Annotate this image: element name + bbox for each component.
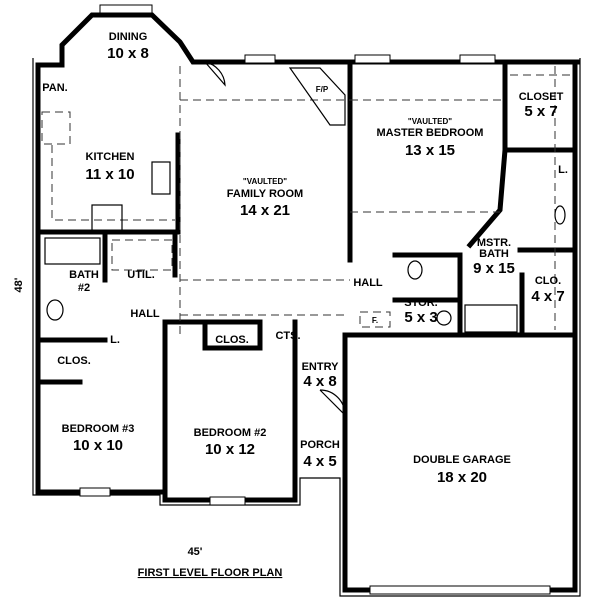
hall-right-label: HALL bbox=[353, 277, 383, 289]
stor-label: STOR. bbox=[404, 297, 437, 309]
closet-label: CLOSET bbox=[519, 91, 564, 103]
toilet-master bbox=[407, 260, 423, 280]
room-labels: DINING 10 x 8 PAN. KITCHEN 11 x 10 "VAUL… bbox=[42, 31, 568, 486]
walls bbox=[35, 12, 581, 593]
bedroom3-label: BEDROOM #3 bbox=[62, 423, 135, 435]
kitchen-sink bbox=[151, 161, 171, 195]
dashed-lines bbox=[41, 66, 570, 335]
cts-label: CTS. bbox=[275, 330, 300, 342]
family-size: 14 x 21 bbox=[240, 202, 290, 219]
bathtub-bath2 bbox=[44, 237, 101, 265]
bath2-label2: #2 bbox=[78, 282, 90, 294]
mstr-bath-label2: BATH bbox=[479, 248, 509, 260]
width-dimension: 45' bbox=[188, 546, 203, 558]
exterior-outline bbox=[32, 58, 581, 597]
dining-label: DINING bbox=[109, 31, 148, 43]
clo-size: 4 x 7 bbox=[531, 288, 564, 305]
closet-size: 5 x 7 bbox=[524, 103, 557, 120]
fireplace bbox=[288, 67, 346, 126]
water-heater bbox=[436, 310, 452, 326]
stor-size: 5 x 3 bbox=[404, 309, 437, 326]
util-label: UTIL. bbox=[127, 269, 155, 281]
garage-label: DOUBLE GARAGE bbox=[413, 454, 511, 466]
mstr-bath-label: MSTR. bbox=[477, 237, 511, 249]
bathtub-master bbox=[464, 304, 518, 333]
clos3-label: CLOS. bbox=[57, 355, 91, 367]
linen-master-label: L. bbox=[558, 164, 568, 176]
bath2-label: BATH bbox=[69, 269, 99, 281]
bedroom2-size: 10 x 12 bbox=[205, 441, 255, 458]
master-label: MASTER BEDROOM bbox=[377, 127, 484, 139]
entry-label: ENTRY bbox=[302, 361, 340, 373]
hall-left-label: HALL bbox=[130, 308, 160, 320]
windows bbox=[79, 4, 551, 595]
sink-master bbox=[554, 205, 566, 225]
linen-left-label: L. bbox=[110, 334, 120, 346]
family-note: "VAULTED" bbox=[243, 177, 287, 186]
pantry-label: PAN. bbox=[42, 82, 67, 94]
garage-size: 18 x 20 bbox=[437, 469, 487, 486]
fixtures bbox=[44, 61, 566, 417]
family-label: FAMILY ROOM bbox=[227, 188, 303, 200]
kitchen-label: KITCHEN bbox=[86, 151, 135, 163]
toilet-bath2 bbox=[46, 299, 64, 321]
mstr-bath-size: 9 x 15 bbox=[473, 260, 515, 277]
clo-label: CLO. bbox=[535, 275, 561, 287]
porch-label: PORCH bbox=[300, 439, 340, 451]
depth-dimension: 48' bbox=[13, 277, 25, 292]
dining-size: 10 x 8 bbox=[107, 45, 149, 62]
porch-size: 4 x 5 bbox=[303, 453, 336, 470]
entry-size: 4 x 8 bbox=[303, 373, 336, 390]
fireplace-label: F/P bbox=[316, 85, 329, 94]
master-note: "VAULTED" bbox=[408, 117, 452, 126]
stove bbox=[91, 204, 123, 233]
freezer-label: F. bbox=[372, 316, 378, 325]
entry-door bbox=[319, 389, 346, 417]
kitchen-size: 11 x 10 bbox=[85, 166, 134, 183]
clos2-label: CLOS. bbox=[215, 334, 249, 346]
door-swing bbox=[204, 61, 226, 87]
bedroom3-size: 10 x 10 bbox=[73, 437, 123, 454]
bedroom2-label: BEDROOM #2 bbox=[194, 427, 267, 439]
master-size: 13 x 15 bbox=[405, 142, 455, 159]
plan-title: FIRST LEVEL FLOOR PLAN bbox=[138, 567, 283, 579]
